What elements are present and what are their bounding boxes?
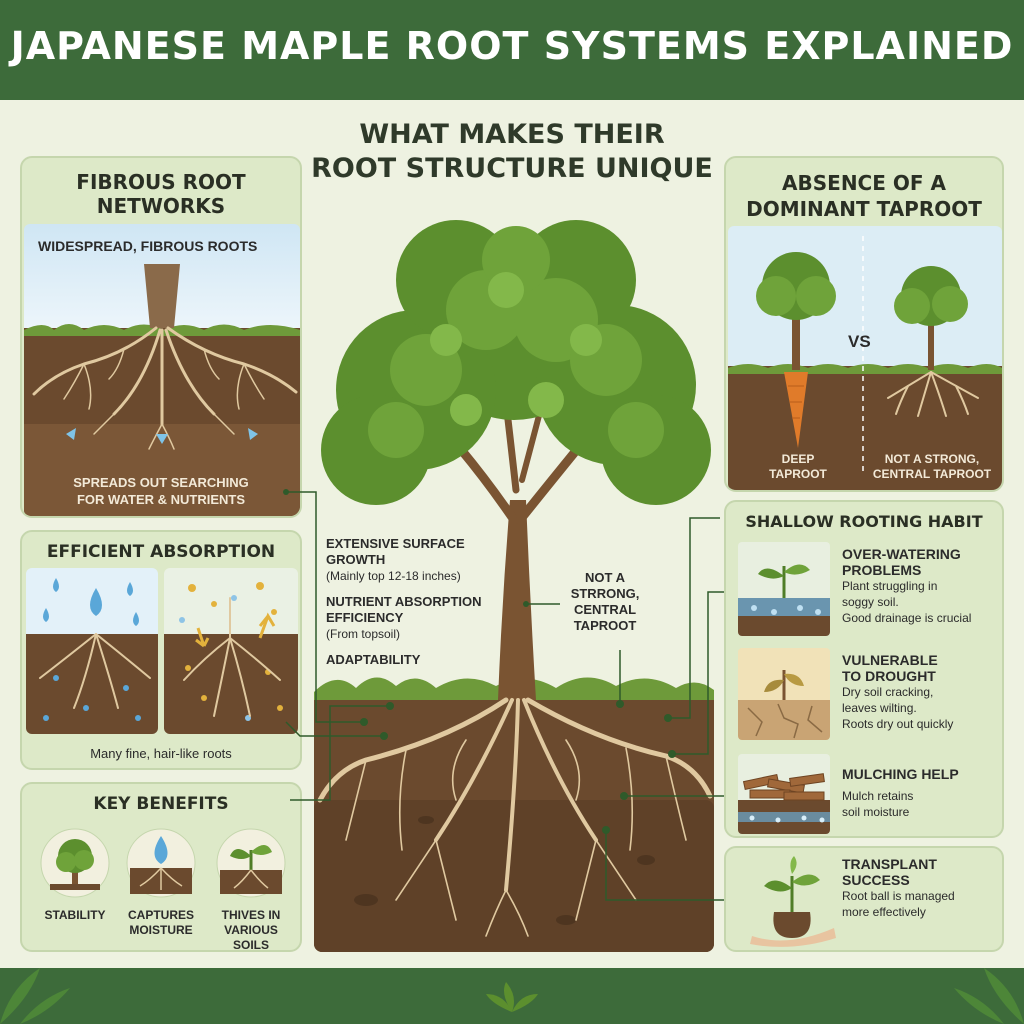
overwatering-text: OVER-WATERING PROBLEMS Plant struggling …: [842, 546, 1002, 626]
shallow-title: SHALLOW ROOTING HABIT: [745, 512, 983, 531]
central-tree-illustration: [306, 200, 722, 952]
benefit-label-stability-line-1: STABILITY: [44, 908, 106, 922]
note-absorption-title-2: EFFICIENCY: [326, 610, 404, 625]
note-surface-growth-title-2: GROWTH: [326, 552, 386, 567]
transplant-icon: [748, 852, 838, 948]
transplant-title-2: SUCCESS: [842, 872, 910, 888]
taproot-vs-label: VS: [848, 332, 871, 351]
note-surface-growth-title-1: EXTENSIVE SURFACE: [326, 536, 465, 551]
fibrous-title: FIBROUS ROOT NETWORKS: [22, 170, 300, 218]
subtitle-line-1: WHAT MAKES THEIR: [359, 119, 665, 150]
mulch-icon: [738, 754, 830, 834]
taproot-title-line-2: DOMINANT TAPROOT: [746, 197, 982, 221]
fibrous-scene-label: WIDESPREAD, FIBROUS ROOTS: [38, 238, 258, 254]
benefit-label-soils-line-3: SOILS: [232, 938, 269, 952]
drought-line-2: leaves wilting.: [842, 701, 917, 715]
benefit-label-soils: THIVES IN VARIOUS SOILS: [206, 908, 296, 952]
drought-icon: [738, 648, 830, 740]
overwatering-line-1: Plant struggling in: [842, 579, 938, 593]
taproot-left-label-line-2: TAPROOT: [769, 467, 827, 481]
shallow-rooting-panel: SHALLOW ROOTING HABIT OVER-WATERING PROB…: [724, 500, 1004, 838]
absorption-nutrient-scene: [164, 568, 298, 734]
tree-taproot-note: NOT A STRRONG, CENTRAL TAPROOT: [560, 570, 650, 634]
absorption-panel: EFFICIENT ABSORPTION: [20, 530, 302, 770]
note-surface-growth-detail: (Mainly top 12-18 inches): [326, 569, 461, 583]
absorption-caption: Many fine, hair-like roots: [90, 746, 232, 761]
overwatering-title-2: PROBLEMS: [842, 562, 922, 578]
note-adaptability: ADAPTABILITY: [326, 652, 506, 668]
drought-line-3: Roots dry out quickly: [842, 717, 954, 731]
tree-taproot-note-line-1: NOT A: [585, 570, 625, 585]
subtitle-line-2: ROOT STRUCTURE UNIQUE: [311, 153, 713, 184]
fibrous-caption-line-1: SPREADS OUT SEARCHING: [73, 475, 249, 490]
benefit-label-soils-line-1: THIVES IN: [221, 908, 281, 922]
overwatering-line-2: soggy soil.: [842, 595, 899, 609]
fibrous-caption: SPREADS OUT SEARCHING FOR WATER & NUTRIE…: [22, 474, 300, 508]
transplant-line-1: Root ball is managed: [842, 889, 955, 903]
benefit-label-moisture: CAPTURES MOISTURE: [116, 908, 206, 938]
page-title: JAPANESE MAPLE ROOT SYSTEMS EXPLAINED: [10, 24, 1014, 68]
benefit-label-stability: STABILITY: [30, 908, 120, 923]
mulch-text: MULCHING HELP Mulch retains soil moistur…: [842, 766, 1002, 820]
mulch-line-1: Mulch retains: [842, 789, 914, 803]
note-surface-growth: EXTENSIVE SURFACE GROWTH (Mainly top 12-…: [326, 536, 506, 584]
footer-band: [0, 968, 1024, 1024]
benefits-title: KEY BENEFITS: [93, 794, 229, 814]
center-notes: EXTENSIVE SURFACE GROWTH (Mainly top 12-…: [326, 536, 506, 668]
fibrous-roots-scene: [24, 224, 300, 516]
fibrous-caption-line-2: FOR WATER & NUTRIENTS: [76, 492, 246, 507]
tree-taproot-note-line-2: STRRONG,: [570, 586, 640, 601]
mulch-line-2: soil moisture: [842, 805, 910, 819]
benefit-label-soils-line-2: VARIOUS: [224, 923, 278, 937]
seedling-icon: [216, 828, 286, 898]
transplant-title-1: TRANSPLANT: [842, 856, 937, 872]
tree-taproot-note-line-4: TAPROOT: [573, 618, 637, 633]
note-adaptability-title: ADAPTABILITY: [326, 652, 421, 667]
subtitle: WHAT MAKES THEIR ROOT STRUCTURE UNIQUE: [300, 118, 724, 186]
fibrous-title-line-2: NETWORKS: [96, 194, 226, 218]
taproot-title: ABSENCE OF A DOMINANT TAPROOT: [726, 170, 1002, 222]
tree-taproot-note-line-3: CENTRAL: [573, 602, 637, 617]
tree-icon: [40, 828, 110, 898]
drought-line-1: Dry soil cracking,: [842, 685, 934, 699]
taproot-left-label-line-1: DEEP: [781, 452, 815, 466]
absorption-title: EFFICIENT ABSORPTION: [46, 542, 276, 562]
mulch-title: MULCHING HELP: [842, 766, 959, 782]
benefit-label-moisture-line-1: CAPTURES: [127, 908, 194, 922]
note-absorption-detail: (From topsoil): [326, 627, 401, 641]
overwatering-title-1: OVER-WATERING: [842, 546, 961, 562]
taproot-right-label: NOT A STRONG, CENTRAL TAPROOT: [862, 452, 1002, 482]
transplant-line-2: more effectively: [842, 905, 926, 919]
transplant-text: TRANSPLANT SUCCESS Root ball is managed …: [842, 856, 1002, 920]
taproot-comparison-scene: [728, 226, 1002, 490]
absorption-water-scene: [26, 568, 158, 734]
drought-title-1: VULNERABLE: [842, 652, 938, 668]
drought-title-2: TO DROUGHT: [842, 668, 936, 684]
transplant-panel: TRANSPLANT SUCCESS Root ball is managed …: [724, 846, 1004, 952]
drought-text: VULNERABLE TO DROUGHT Dry soil cracking,…: [842, 652, 1002, 732]
taproot-right-label-line-2: CENTRAL TAPROOT: [872, 467, 992, 481]
overwatering-icon: [738, 542, 830, 636]
benefits-panel: KEY BENEFITS STABILITY CAPTURES MOISTURE…: [20, 782, 302, 952]
title-banner: JAPANESE MAPLE ROOT SYSTEMS EXPLAINED: [0, 0, 1024, 100]
taproot-title-line-1: ABSENCE OF A: [782, 171, 946, 195]
taproot-right-label-line-1: NOT A STRONG,: [884, 452, 980, 466]
taproot-left-label: DEEP TAPROOT: [738, 452, 858, 482]
note-absorption-efficiency: NUTRIENT ABSORPTION EFFICIENCY (From top…: [326, 594, 506, 642]
taproot-panel: ABSENCE OF A DOMINANT TAPROOT VS DEEP TA…: [724, 156, 1004, 492]
benefit-label-moisture-line-2: MOISTURE: [129, 923, 193, 937]
fibrous-root-panel: FIBROUS ROOT NETWORKS: [20, 156, 302, 518]
note-absorption-title-1: NUTRIENT ABSORPTION: [326, 594, 482, 609]
overwatering-line-3: Good drainage is crucial: [842, 611, 972, 625]
fibrous-title-line-1: FIBROUS ROOT: [76, 170, 246, 194]
water-drop-icon: [126, 828, 196, 898]
